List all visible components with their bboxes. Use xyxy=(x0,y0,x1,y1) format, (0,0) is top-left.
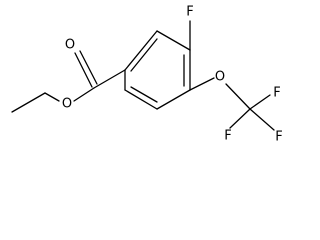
atom-cf3-fluorine-right: F xyxy=(275,130,282,145)
bond-carbonyl-double-1 xyxy=(74,52,93,88)
atom-carbonyl-oxygen: O xyxy=(65,38,75,53)
bond-ethyl-ch3 xyxy=(11,92,46,113)
ring-bond-c1-c2 xyxy=(124,30,158,71)
ring-inner-double-3 xyxy=(130,86,158,103)
ring-inner-double-1 xyxy=(130,38,158,72)
atom-fluoro: F xyxy=(186,5,193,20)
bond-cf3-f-top xyxy=(249,94,271,110)
atom-aryl-ether-oxygen: O xyxy=(215,70,225,85)
atom-cf3-fluorine-top: F xyxy=(273,86,280,101)
bond-cf3-f-right xyxy=(249,108,275,131)
atom-ester-oxygen: O xyxy=(62,97,72,112)
bond-oxygen-cf3-carbon xyxy=(225,83,251,110)
bond-ethyl-ch2-o xyxy=(44,92,60,102)
ring-bond-c4-c5 xyxy=(156,89,191,110)
ring-bond-c5-c6 xyxy=(124,89,158,110)
bond-ring-aryl-oxygen xyxy=(189,77,215,91)
bond-carbonyl-double-2 xyxy=(79,50,98,85)
bond-o-carbonyl-carbon xyxy=(73,87,95,102)
atom-cf3-fluorine-left: F xyxy=(224,129,231,144)
structure-diagram: O O F O F F F xyxy=(11,5,283,145)
bond-carbonyl-ring xyxy=(93,69,126,89)
ring-bond-c2-c3 xyxy=(156,30,191,51)
molecule-drawing: O O F O F F F xyxy=(11,5,283,145)
bond-cf3-f-left xyxy=(229,108,251,129)
